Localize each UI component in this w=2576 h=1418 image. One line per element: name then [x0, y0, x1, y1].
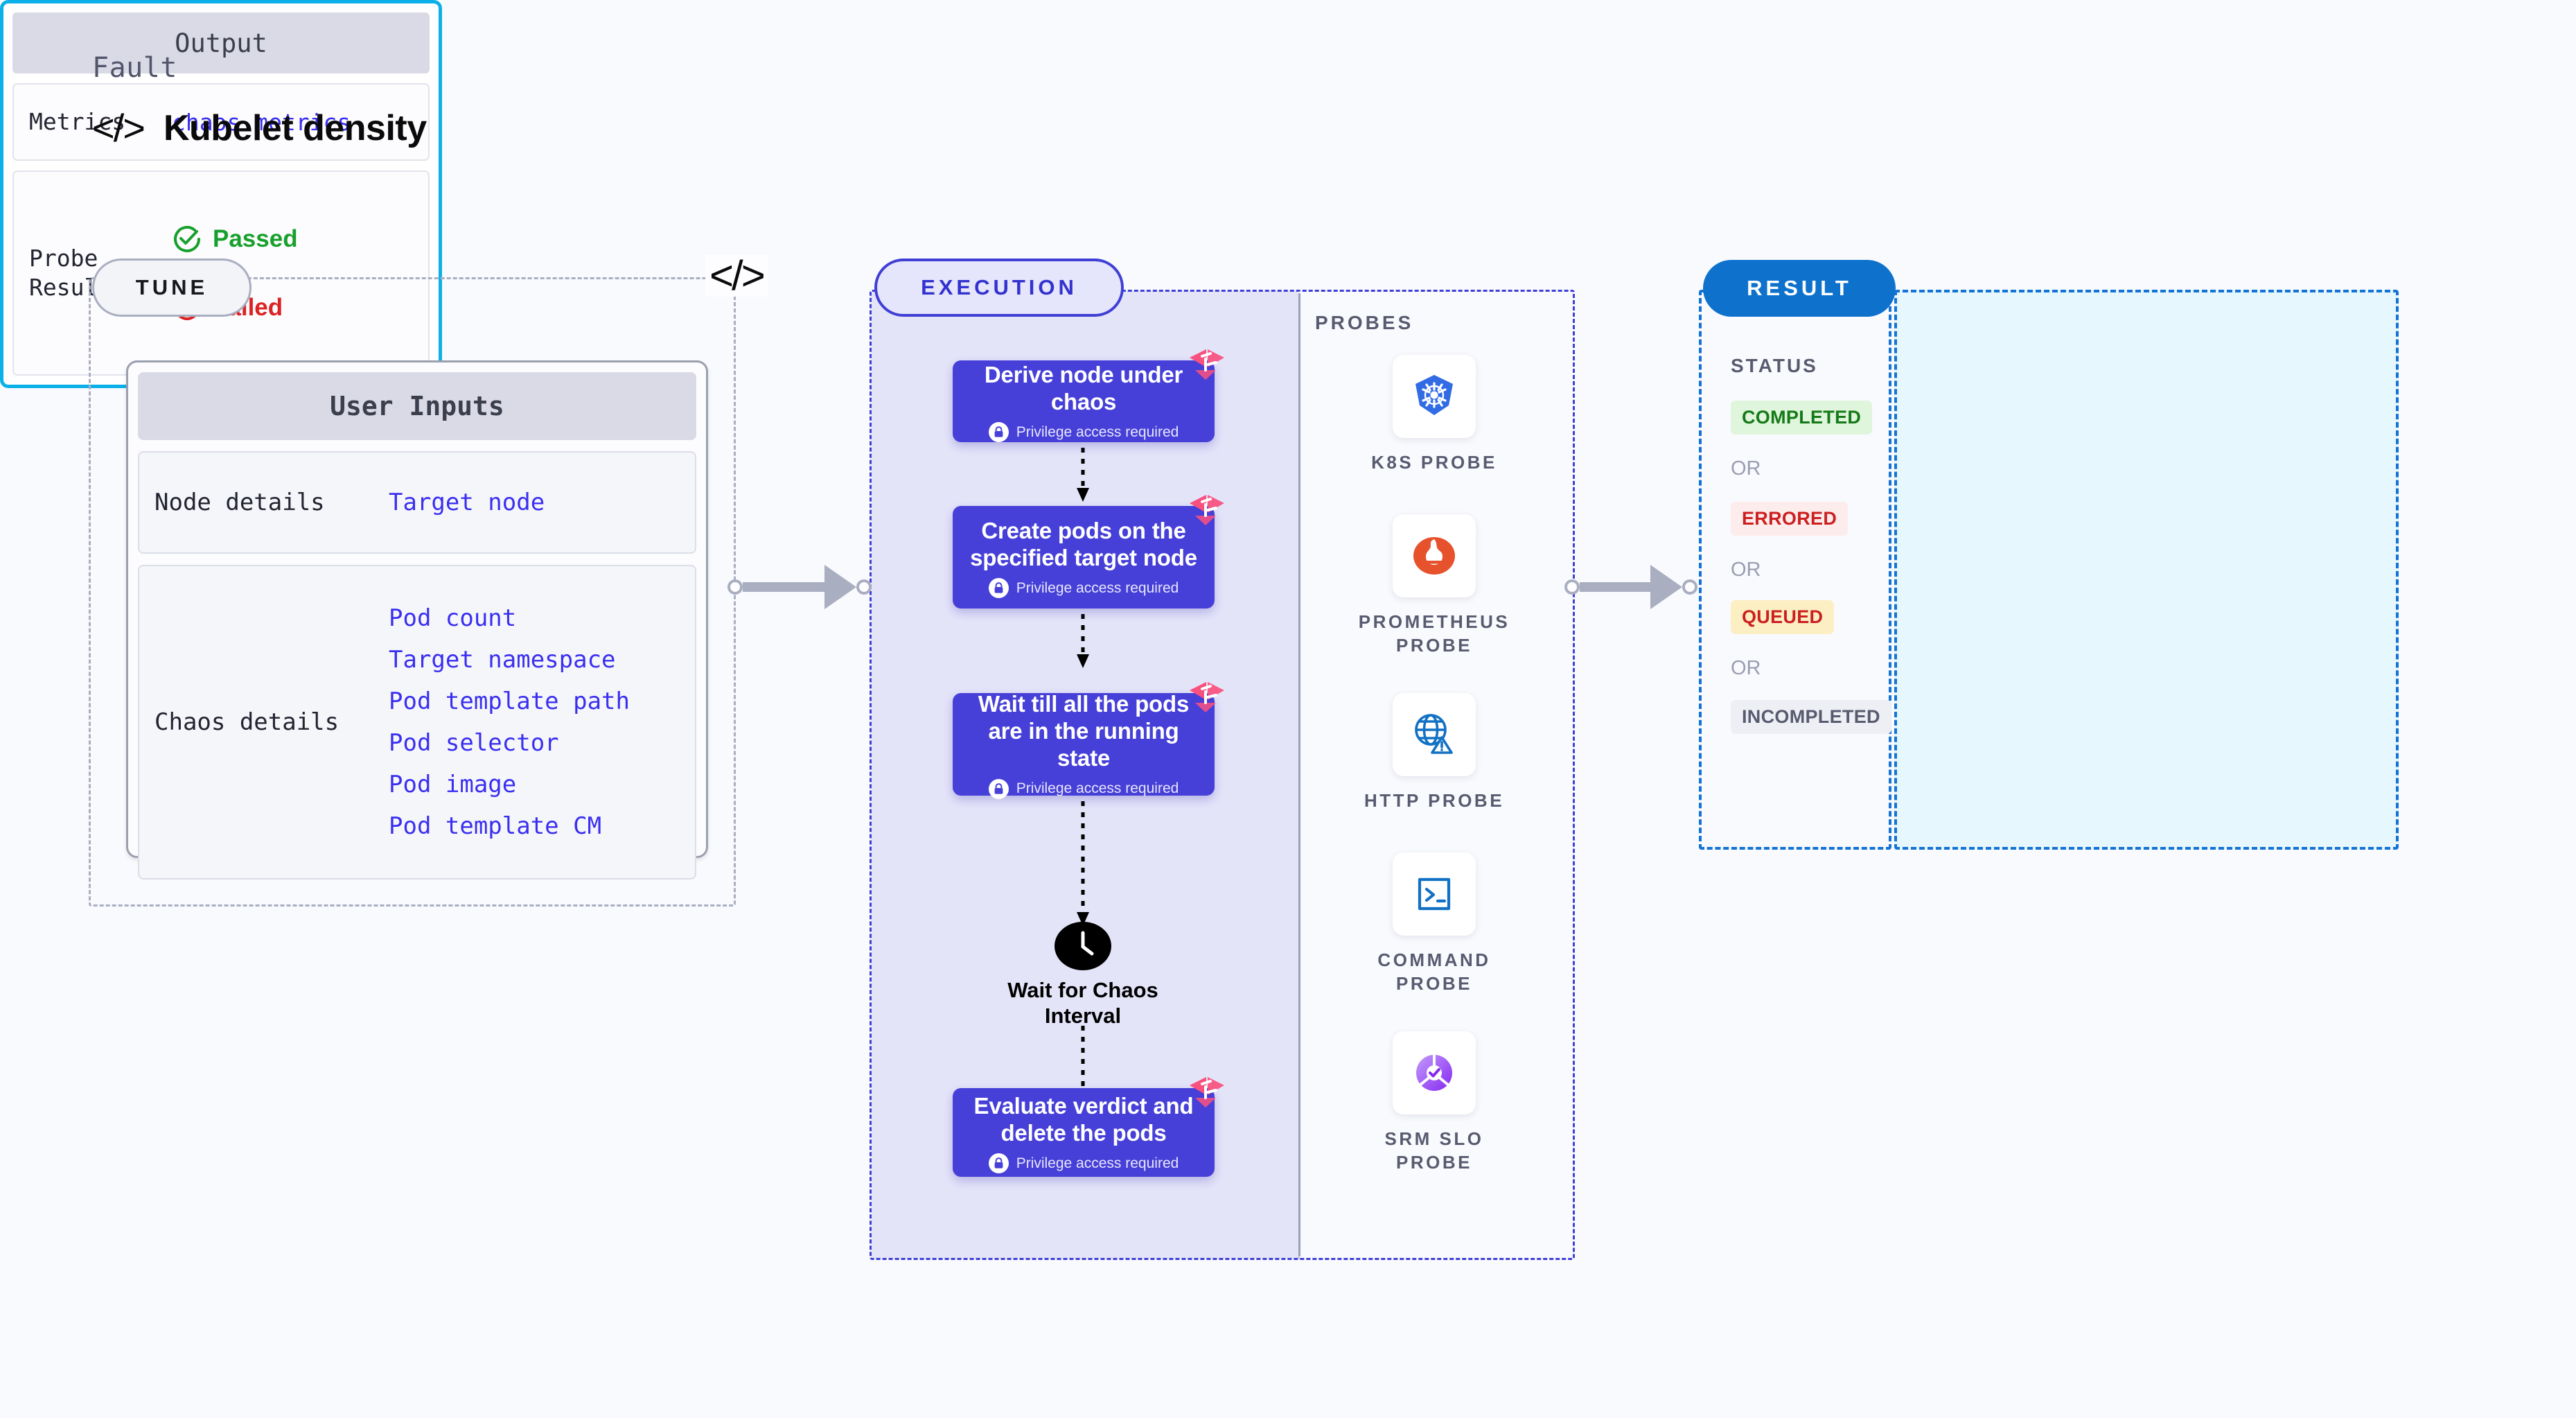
execution-step-4-title: Evaluate verdict and delete the pods [973, 1092, 1194, 1146]
connector-execution-to-result [1564, 565, 1697, 609]
input-pod-image[interactable]: Pod image [389, 771, 517, 798]
probe-http[interactable]: HTTP PROBE [1344, 693, 1524, 812]
execution-step-1-title: Derive node under chaos [984, 361, 1183, 414]
execution-step-4[interactable]: Evaluate verdict and delete the pods Pri… [953, 1077, 1224, 1177]
probe-srm-slo[interactable]: SRM SLO PROBE [1344, 1031, 1524, 1175]
lock-icon [988, 578, 1009, 599]
harness-logo-icon [1185, 679, 1226, 719]
connector-dot-end [856, 579, 872, 595]
probe-srm-slo-label: SRM SLO PROBE [1384, 1128, 1484, 1173]
input-pod-selector[interactable]: Pod selector [389, 729, 559, 757]
probe-prometheus-label: PROMETHEUS PROBE [1358, 611, 1510, 656]
lock-icon [988, 422, 1009, 443]
code-brackets-marker-icon: </> [705, 255, 768, 297]
globe-warning-icon [1393, 693, 1476, 776]
node-details-group: Node details Target node [138, 451, 696, 554]
input-target-node[interactable]: Target node [389, 489, 545, 516]
execution-step-1-privilege: Privilege access required [988, 422, 1179, 443]
connector-line [743, 582, 826, 592]
connector-tune-to-execution [727, 565, 872, 609]
status-badge-queued: QUEUED [1731, 600, 1835, 634]
page-title: Kubelet density [163, 108, 427, 148]
connector-dot-start [1564, 579, 1580, 595]
user-inputs-title: User Inputs [138, 372, 696, 440]
srm-slo-icon [1393, 1031, 1476, 1114]
connector-dot-end [1682, 579, 1697, 595]
harness-logo-icon [1185, 492, 1226, 532]
metrics-label: Metrics [29, 107, 126, 135]
page-eyebrow: Fault [92, 52, 177, 84]
result-output-section [1894, 290, 2399, 850]
harness-logo-icon [1185, 347, 1226, 386]
execution-arrow-3 [1077, 801, 1089, 926]
execution-step-2-privilege-text: Privilege access required [1016, 579, 1179, 596]
clock-icon [1055, 922, 1111, 970]
execution-step-1-privilege-text: Privilege access required [1016, 423, 1179, 440]
execution-step-2-title: Create pods on the specified target node [970, 517, 1197, 570]
execution-step-3-title: Wait till all the pods are in the runnin… [978, 691, 1190, 771]
connector-arrowhead [824, 565, 856, 609]
prometheus-icon [1393, 514, 1476, 597]
lock-icon [988, 1153, 1009, 1174]
verdict-passed-label: Passed [213, 225, 298, 252]
execution-step-3-privilege: Privilege access required [988, 778, 1179, 799]
execution-badge: EXECUTION [874, 259, 1124, 317]
execution-step-1[interactable]: Derive node under chaos Privilege access… [953, 349, 1224, 443]
page-header: </> Kubelet density [92, 107, 427, 149]
execution-arrow-1 [1077, 448, 1089, 502]
input-pod-count[interactable]: Pod count [389, 604, 517, 632]
execution-section [870, 290, 1575, 1260]
code-brackets-icon: </> [92, 106, 145, 150]
user-inputs-card: User Inputs Node details Target node Cha… [126, 360, 708, 879]
metrics-row: Metrics chaos metrics [12, 83, 430, 161]
verdict-passed: Passed [172, 224, 298, 254]
output-card-title: Output [12, 12, 430, 73]
execution-probes-divider [1298, 291, 1300, 1259]
connector-arrowhead [1650, 565, 1682, 609]
execution-step-2[interactable]: Create pods on the specified target node… [953, 495, 1224, 609]
input-pod-template-cm[interactable]: Pod template CM [389, 812, 602, 840]
probe-command-label: COMMAND PROBE [1377, 949, 1491, 995]
execution-step-4-privilege-text: Privilege access required [1016, 1155, 1179, 1171]
chaos-details-values: Pod count Target namespace Pod template … [389, 604, 630, 840]
result-badge: RESULT [1703, 260, 1896, 317]
execution-step-3-privilege-text: Privilege access required [1016, 780, 1179, 797]
connector-dot-start [727, 579, 743, 595]
kubernetes-icon [1393, 355, 1476, 438]
execution-arrow-2 [1077, 614, 1089, 668]
input-target-namespace[interactable]: Target namespace [389, 646, 616, 674]
status-heading: STATUS [1731, 355, 1818, 376]
connector-line [1580, 582, 1652, 592]
execution-step-3[interactable]: Wait till all the pods are in the runnin… [953, 682, 1224, 799]
tune-badge: TUNE [92, 259, 252, 317]
status-or-2: OR [1731, 559, 1761, 581]
execution-step-4-privilege: Privilege access required [988, 1153, 1179, 1174]
status-badge-incompleted: INCOMPLETED [1731, 700, 1891, 734]
node-details-values: Target node [389, 489, 545, 516]
status-badge-errored: ERRORED [1731, 502, 1849, 536]
chaos-details-label: Chaos details [155, 708, 339, 736]
wait-for-chaos-interval-node: Wait for Chaos Interval [1003, 922, 1163, 1029]
wait-node-label: Wait for Chaos Interval [1007, 978, 1158, 1029]
status-or-3: OR [1731, 657, 1761, 679]
terminal-icon [1393, 852, 1476, 936]
status-or-1: OR [1731, 457, 1761, 480]
harness-logo-icon [1185, 1074, 1226, 1114]
node-details-label: Node details [155, 489, 325, 516]
probes-heading: PROBES [1315, 312, 1414, 333]
status-badge-completed: COMPLETED [1731, 401, 1873, 435]
probe-command[interactable]: COMMAND PROBE [1344, 852, 1524, 996]
metrics-value[interactable]: chaos metrics [172, 108, 351, 136]
chaos-details-group: Chaos details Pod count Target namespace… [138, 565, 696, 879]
execution-step-2-privilege: Privilege access required [988, 578, 1179, 599]
probe-prometheus[interactable]: PROMETHEUS PROBE [1344, 514, 1524, 658]
probe-http-label: HTTP PROBE [1364, 790, 1505, 811]
probe-k8s-label: K8S PROBE [1371, 452, 1497, 473]
input-pod-template-path[interactable]: Pod template path [389, 688, 630, 715]
check-circle-icon [174, 225, 200, 252]
probe-k8s[interactable]: K8S PROBE [1344, 355, 1524, 474]
lock-icon [988, 778, 1009, 799]
